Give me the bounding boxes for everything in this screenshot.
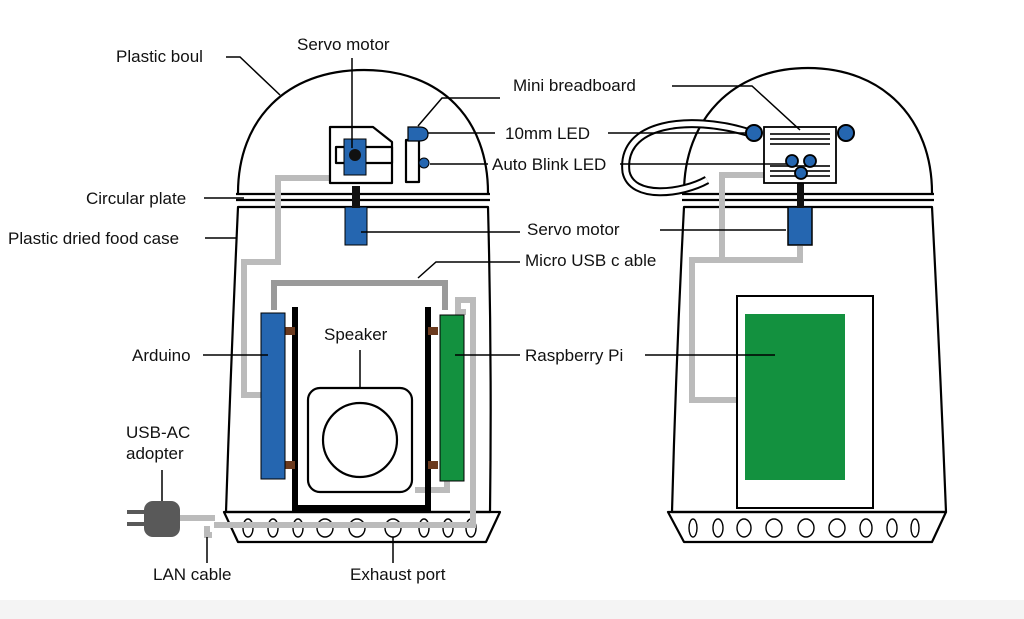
exhaust-port	[910, 518, 920, 538]
left-base	[222, 510, 502, 544]
exhaust-port	[736, 518, 752, 538]
label-servo-motor-top: Servo motor	[297, 35, 390, 54]
exhaust-port	[688, 518, 698, 538]
right-usb-cable	[689, 257, 738, 403]
servo-cable-left	[241, 175, 330, 398]
auto-blink-led-right	[785, 154, 799, 168]
servo-motor-right	[787, 206, 813, 246]
label-plastic-bowl: Plastic boul	[116, 47, 203, 66]
breadboard-hole-row	[770, 165, 830, 167]
right-base	[666, 510, 948, 544]
usb-ac-adapter	[144, 501, 180, 537]
speaker-frame	[292, 307, 431, 511]
servo-motor-side-left	[344, 206, 368, 246]
exhaust-port	[765, 518, 783, 538]
leader-micro-usb	[417, 261, 520, 279]
servo-hub	[349, 149, 361, 161]
exhaust-port	[859, 518, 873, 538]
led-wire-loop-inner	[623, 121, 748, 195]
label-usb-ac-line1: USB-AC	[126, 423, 190, 442]
leader-lines	[161, 56, 801, 563]
bracket	[285, 327, 295, 335]
label-arduino: Arduino	[132, 346, 191, 365]
auto-blink-led-right	[803, 154, 817, 168]
adapter-prong	[127, 522, 145, 526]
arduino-board	[260, 312, 286, 480]
breadboard-hole-row	[770, 143, 830, 145]
adapter-prong	[127, 510, 145, 514]
exhaust-port	[797, 518, 815, 538]
leader-breadboard-left	[417, 97, 500, 127]
labels: Plastic boul Servo motor Mini breadboard…	[8, 35, 656, 584]
label-raspberry-pi: Raspberry Pi	[525, 346, 623, 365]
bracket	[428, 461, 438, 469]
lan-cable-path	[214, 297, 476, 528]
label-circular-plate: Circular plate	[86, 189, 186, 208]
label-micro-usb-cable: Micro USB c able	[525, 251, 656, 270]
label-lan-cable: LAN cable	[153, 565, 231, 584]
exhaust-ports-right	[688, 518, 920, 538]
breadboard-hole-row	[770, 138, 830, 140]
speaker-cone	[321, 401, 399, 479]
bottom-strip	[0, 600, 1024, 619]
exhaust-port	[828, 518, 846, 538]
right-dome	[682, 66, 934, 194]
leader-plastic-bowl	[226, 56, 281, 96]
auto-blink-led-right	[794, 166, 808, 180]
label-usb-ac-line2: adopter	[126, 444, 184, 463]
bracket	[285, 461, 295, 469]
label-food-case: Plastic dried food case	[8, 229, 179, 248]
exhaust-port	[712, 518, 724, 538]
label-speaker: Speaker	[324, 325, 388, 344]
servo-shaft-right	[797, 183, 804, 208]
label-servo-motor-side: Servo motor	[527, 220, 620, 239]
led-10mm-left	[407, 126, 429, 142]
exhaust-port	[886, 518, 898, 538]
label-mini-breadboard: Mini breadboard	[513, 76, 636, 95]
led-10mm-right-b	[837, 124, 855, 142]
led-holder	[404, 138, 421, 184]
label-exhaust-port: Exhaust port	[350, 565, 446, 584]
servo-shaft	[352, 186, 360, 208]
auto-blink-led-left	[418, 157, 430, 169]
lan-cable-plug	[204, 526, 212, 538]
right-robot	[621, 66, 948, 544]
label-10mm-led: 10mm LED	[505, 124, 590, 143]
micro-usb-cable-left	[271, 280, 448, 310]
leader-breadboard-right	[672, 85, 801, 131]
label-auto-blink-led: Auto Blink LED	[492, 155, 606, 174]
right-servo-cable	[719, 172, 803, 263]
breadboard-hole-row	[770, 133, 830, 135]
raspberry-pi-board-left	[439, 314, 465, 482]
bracket	[428, 327, 438, 335]
raspberry-pi-board-right	[745, 314, 845, 480]
led-10mm-right-a	[745, 124, 763, 142]
left-robot	[127, 68, 502, 544]
